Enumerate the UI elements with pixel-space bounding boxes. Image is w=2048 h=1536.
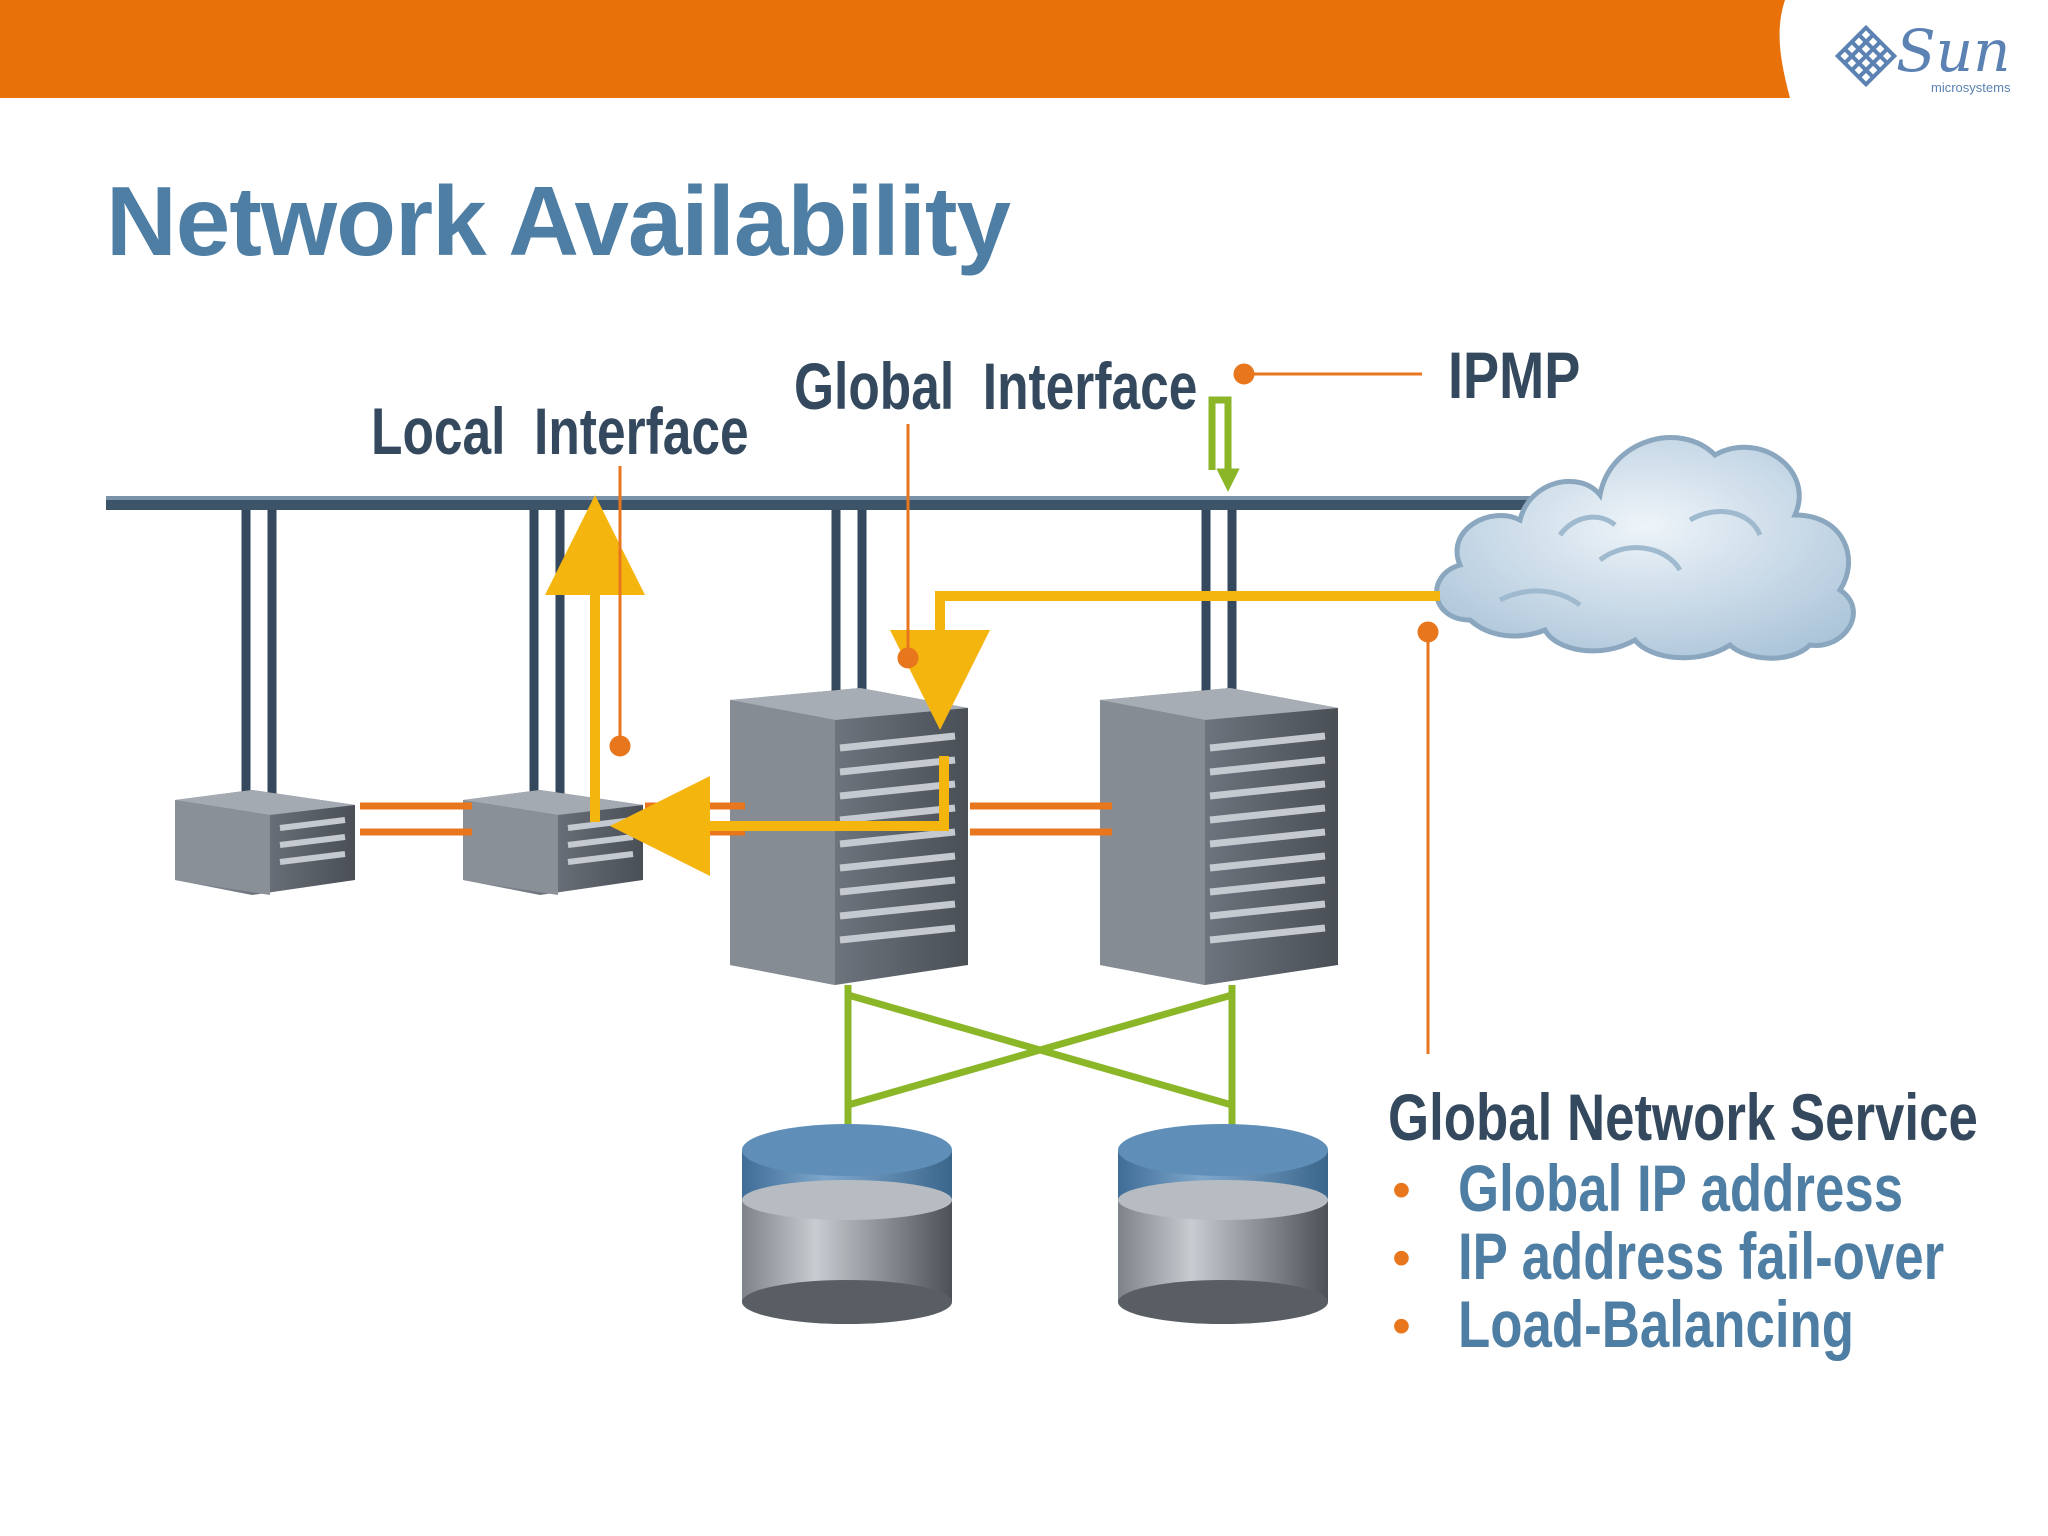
local-interface-label: Local Interface xyxy=(371,394,749,468)
gns-title: Global Network Service xyxy=(1388,1080,1978,1154)
large-server-2 xyxy=(1100,688,1338,985)
small-server-1 xyxy=(175,790,355,895)
sun-diamond-icon xyxy=(1834,24,1898,88)
callout-leaders xyxy=(609,363,1439,1054)
page-title: Network Availability xyxy=(106,166,1011,276)
traffic-flow-arrows xyxy=(545,495,1440,876)
logo-wordmark: Sun xyxy=(1896,17,2011,85)
logo-tagline: microsystems xyxy=(1931,80,2011,95)
list-item: • Load-Balancing xyxy=(1392,1287,1855,1361)
bullet-icon: • xyxy=(1392,1296,1411,1356)
global-interface-label: Global Interface xyxy=(794,349,1198,423)
top-banner xyxy=(0,0,1790,98)
gns-list: • Global IP address • IP address fail-ov… xyxy=(1388,1154,2048,1358)
storage-cables xyxy=(844,985,1236,1150)
storage-disk-1 xyxy=(742,1124,952,1324)
global-network-service: Global Network Service • Global IP addre… xyxy=(1388,1080,2048,1358)
large-server-1 xyxy=(730,688,968,985)
ipmp-label: IPMP xyxy=(1448,338,1581,412)
bus-drop-cables xyxy=(241,510,1237,796)
storage-disk-2 xyxy=(1118,1124,1328,1324)
bullet-icon: • xyxy=(1392,1160,1411,1220)
bullet-icon: • xyxy=(1392,1228,1411,1288)
small-server-2 xyxy=(463,790,643,895)
list-item: • Global IP address xyxy=(1392,1151,1904,1225)
sun-logo: Sun microsystems xyxy=(1834,14,2018,104)
cloud-icon xyxy=(1434,435,1856,661)
list-item: • IP address fail-over xyxy=(1392,1219,1945,1293)
ipmp-switch-arrows xyxy=(1208,396,1240,492)
